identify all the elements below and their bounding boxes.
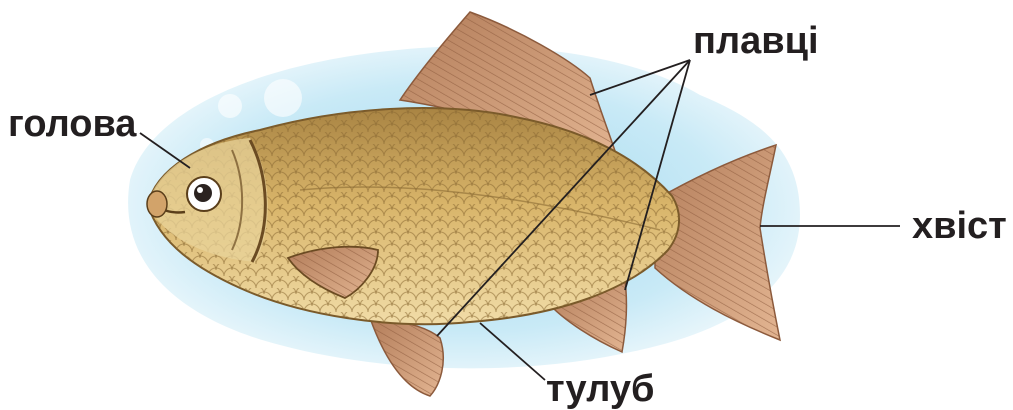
- label-body: тулуб: [546, 370, 654, 408]
- eye: [187, 177, 221, 211]
- label-head: голова: [8, 105, 136, 143]
- label-tail: хвіст: [912, 207, 1007, 245]
- label-fins: плавці: [693, 22, 819, 60]
